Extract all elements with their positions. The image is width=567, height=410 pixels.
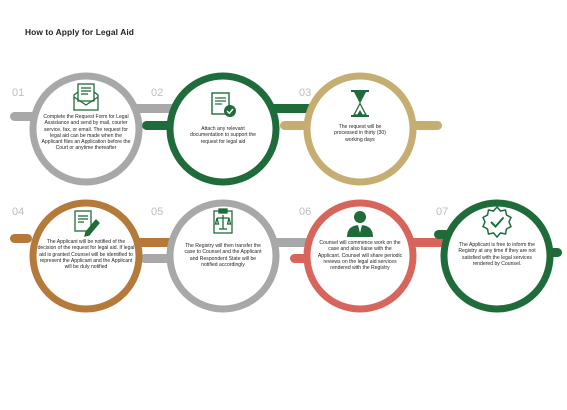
connector-bar (269, 238, 313, 247)
hourglass-icon (351, 90, 369, 117)
step-number-02: 02 (151, 87, 164, 99)
diagram-title: How to Apply for Legal Aid (25, 27, 134, 37)
step-text-04: The Applicant will be notified of the de… (37, 239, 135, 271)
step-circle-03 (303, 72, 417, 186)
step-circle-06 (303, 199, 417, 313)
counsel-person-icon (347, 211, 373, 237)
step-circle-01 (29, 72, 143, 186)
clipboard-scales-icon (213, 208, 233, 234)
connector-bar (405, 238, 449, 247)
step-circle-04 (29, 199, 143, 313)
step-text-06: Counsel will commence work on the case a… (317, 240, 403, 272)
connector-bar (270, 104, 314, 113)
document-pen-icon (74, 210, 100, 237)
step-number-03: 03 (299, 87, 312, 99)
envelope-form-icon (73, 83, 99, 111)
step-text-02: Attach any relevant documentation to sup… (190, 126, 256, 145)
connector-bar (10, 234, 32, 243)
step-text-05: The Registry will then transfer the case… (184, 243, 262, 268)
badge-check-icon (482, 205, 512, 239)
step-circle-05 (166, 199, 280, 313)
step-text-07: The Applicant is free to inform the Regi… (458, 242, 536, 267)
step-number-04: 04 (12, 206, 25, 218)
document-check-icon (211, 92, 236, 117)
connector-bar (132, 238, 176, 247)
step-circle-07 (440, 199, 554, 313)
step-text-01: Complete the Request Form for Legal Assi… (41, 114, 131, 152)
step-circle-02 (166, 72, 280, 186)
step-number-07: 07 (436, 206, 449, 218)
step-number-05: 05 (151, 206, 164, 218)
connector-bar (132, 104, 176, 113)
step-number-06: 06 (299, 206, 312, 218)
step-text-03: The request will be processed in thirty … (334, 124, 386, 143)
step-number-01: 01 (12, 87, 25, 99)
